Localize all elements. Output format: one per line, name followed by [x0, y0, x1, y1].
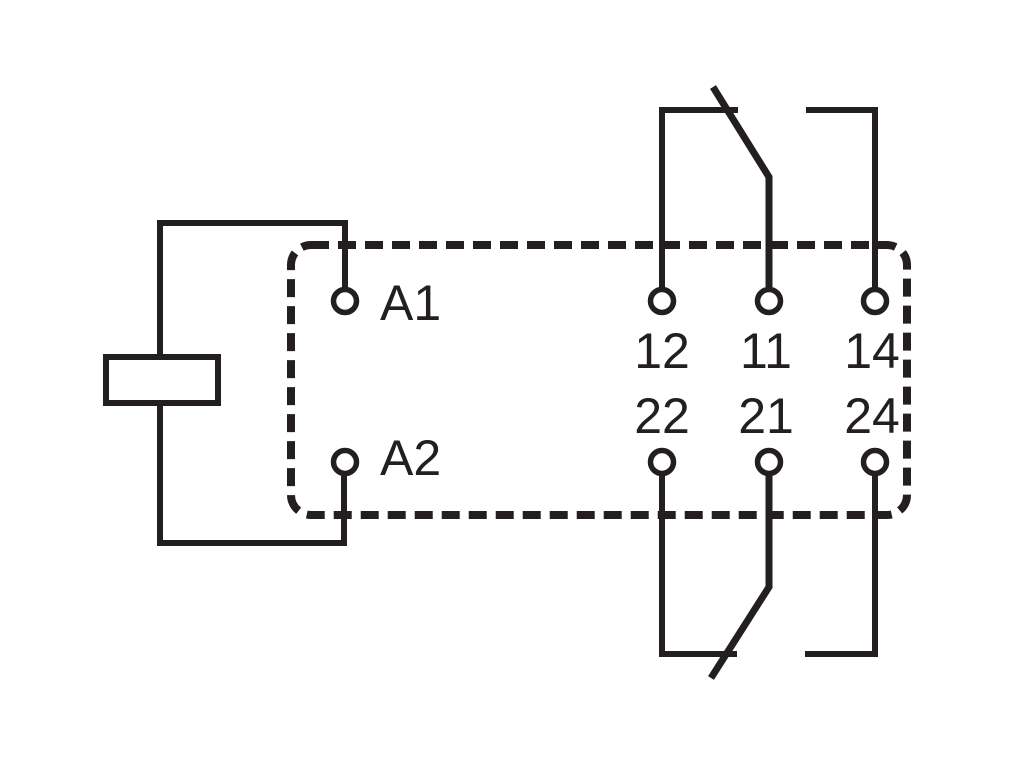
coil-circuit-wire [157, 220, 348, 546]
terminal-label-a1: A1 [380, 275, 441, 331]
contact-22-wire [659, 476, 737, 657]
terminal-label-11: 11 [740, 323, 792, 379]
contact-14-wire [806, 107, 878, 287]
terminal-label-21: 21 [738, 388, 794, 444]
terminal-a1-circle [330, 286, 360, 316]
terminal-label-14: 14 [844, 323, 900, 379]
relay-body-outline [287, 241, 911, 519]
contact-24-wire [805, 476, 878, 657]
terminal-22-circle [647, 447, 677, 477]
contact-11-switch-arm [710, 85, 773, 287]
terminal-label-24: 24 [844, 388, 900, 444]
terminal-14-circle [860, 286, 890, 316]
terminal-24-circle [860, 447, 890, 477]
terminal-label-a2: A2 [380, 430, 441, 486]
contact-12-wire [659, 107, 738, 287]
coil-symbol [103, 354, 221, 406]
terminal-label-12: 12 [634, 323, 690, 379]
contact-21-switch-arm [708, 476, 773, 680]
terminal-21-circle [754, 447, 784, 477]
terminal-a2-circle [330, 447, 360, 477]
terminal-label-22: 22 [634, 388, 690, 444]
terminal-12-circle [647, 286, 677, 316]
terminal-11-circle [754, 286, 784, 316]
